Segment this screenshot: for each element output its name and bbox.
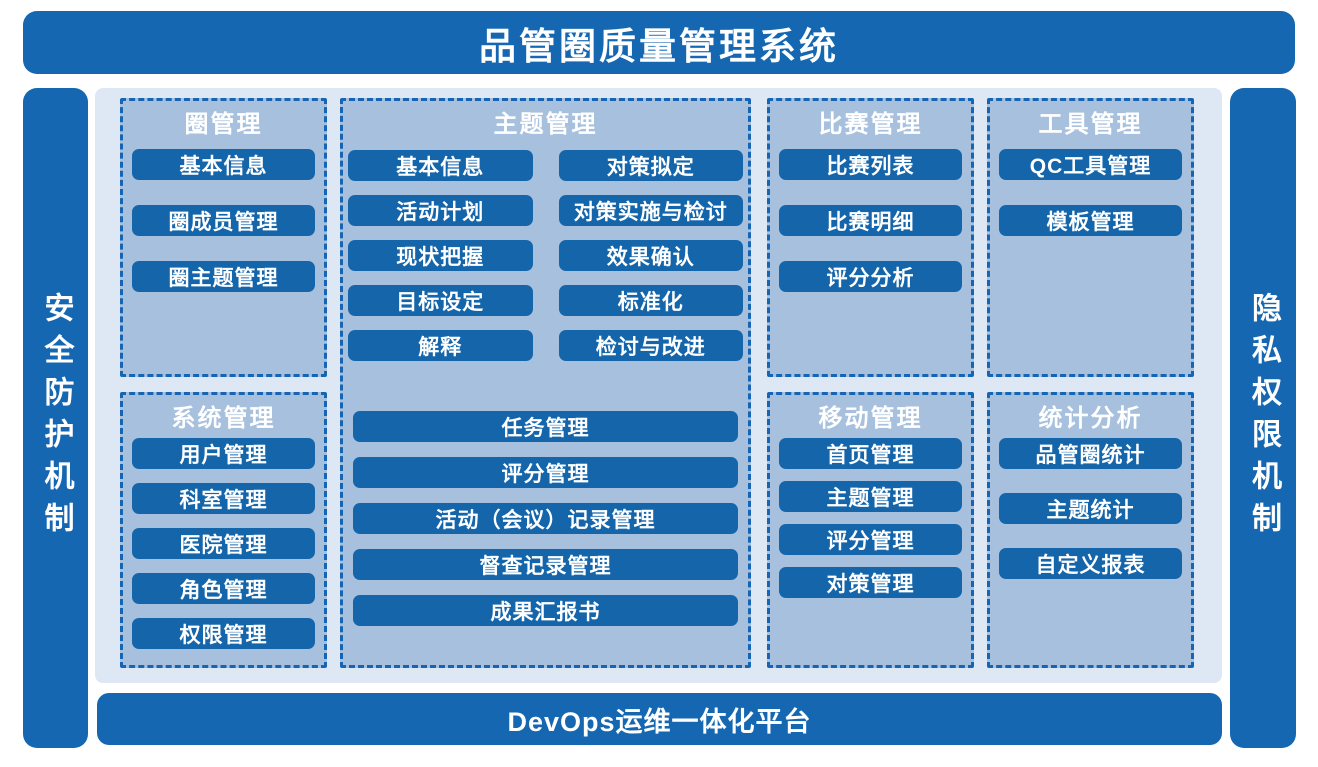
page-title: 品管圈质量管理系统 bbox=[479, 25, 839, 67]
panel-title: 主题管理 bbox=[493, 111, 598, 138]
system-title-bar: 品管圈质量管理系统 bbox=[23, 11, 1295, 74]
devops-platform-label: DevOps运维一体化平台 bbox=[507, 706, 812, 737]
panel-title: 圈管理 bbox=[184, 111, 263, 138]
module-button: 比赛明细 bbox=[779, 205, 962, 236]
module-button: 评分管理 bbox=[353, 457, 738, 488]
module-button: QC工具管理 bbox=[999, 149, 1182, 180]
module-button: 督查记录管理 bbox=[353, 549, 738, 580]
modules-area: 圈管理 基本信息 圈成员管理 圈主题管理 系统管理 用户管理 科室管理 医院管理… bbox=[95, 88, 1222, 683]
module-button: 标准化 bbox=[558, 285, 743, 316]
security-mechanism-bar: 安全防护机制 bbox=[23, 88, 88, 748]
panel-title: 比赛管理 bbox=[818, 111, 923, 138]
button-list: 基本信息 圈成员管理 圈主题管理 bbox=[132, 149, 315, 292]
privacy-mechanism-label: 隐私权限机制 bbox=[1247, 292, 1280, 544]
module-button: 评分分析 bbox=[779, 261, 962, 292]
panel-competition-management: 比赛管理 比赛列表 比赛明细 评分分析 bbox=[767, 98, 974, 377]
module-button: 活动计划 bbox=[348, 195, 533, 226]
module-button: 对策拟定 bbox=[558, 150, 743, 181]
module-button: 圈成员管理 bbox=[132, 205, 315, 236]
panel-circle-management: 圈管理 基本信息 圈成员管理 圈主题管理 bbox=[120, 98, 327, 377]
button-list: 用户管理 科室管理 医院管理 角色管理 权限管理 bbox=[132, 438, 315, 649]
module-button: 比赛列表 bbox=[779, 149, 962, 180]
module-button: 用户管理 bbox=[132, 438, 315, 469]
module-button: 解释 bbox=[348, 330, 533, 361]
module-button: 主题管理 bbox=[779, 481, 962, 512]
panel-title: 统计分析 bbox=[1038, 405, 1143, 432]
module-button: 对策管理 bbox=[779, 567, 962, 598]
button-list: QC工具管理 模板管理 bbox=[999, 149, 1182, 236]
module-button: 模板管理 bbox=[999, 205, 1182, 236]
module-button: 评分管理 bbox=[779, 524, 962, 555]
panel-system-management: 系统管理 用户管理 科室管理 医院管理 角色管理 权限管理 bbox=[120, 392, 327, 668]
panel-topic-management: 主题管理 基本信息 对策拟定 活动计划 对策实施与检讨 现状把握 效果确认 目标… bbox=[340, 98, 751, 668]
module-button: 活动（会议）记录管理 bbox=[353, 503, 738, 534]
panel-mobile-management: 移动管理 首页管理 主题管理 评分管理 对策管理 bbox=[767, 392, 974, 668]
module-button: 基本信息 bbox=[132, 149, 315, 180]
module-button: 自定义报表 bbox=[999, 548, 1182, 579]
module-button: 权限管理 bbox=[132, 618, 315, 649]
topic-record-buttons: 任务管理 评分管理 活动（会议）记录管理 督查记录管理 成果汇报书 bbox=[348, 411, 743, 626]
module-button: 主题统计 bbox=[999, 493, 1182, 524]
panel-statistics-analysis: 统计分析 品管圈统计 主题统计 自定义报表 bbox=[987, 392, 1194, 668]
module-button: 任务管理 bbox=[353, 411, 738, 442]
module-button: 角色管理 bbox=[132, 573, 315, 604]
module-button: 圈主题管理 bbox=[132, 261, 315, 292]
module-button: 对策实施与检讨 bbox=[558, 195, 743, 226]
module-button: 效果确认 bbox=[558, 240, 743, 271]
devops-platform-bar: DevOps运维一体化平台 bbox=[97, 693, 1222, 745]
module-button: 现状把握 bbox=[348, 240, 533, 271]
module-button: 基本信息 bbox=[348, 150, 533, 181]
button-list: 首页管理 主题管理 评分管理 对策管理 bbox=[779, 438, 962, 598]
module-button: 成果汇报书 bbox=[353, 595, 738, 626]
security-mechanism-label: 安全防护机制 bbox=[39, 292, 73, 544]
button-list: 品管圈统计 主题统计 自定义报表 bbox=[999, 438, 1182, 579]
panel-title: 系统管理 bbox=[171, 405, 276, 432]
module-button: 首页管理 bbox=[779, 438, 962, 469]
privacy-mechanism-bar: 隐私权限机制 bbox=[1230, 88, 1296, 748]
module-button: 检讨与改进 bbox=[558, 330, 743, 361]
module-button: 目标设定 bbox=[348, 285, 533, 316]
panel-tool-management: 工具管理 QC工具管理 模板管理 bbox=[987, 98, 1194, 377]
module-button: 品管圈统计 bbox=[999, 438, 1182, 469]
panel-title: 工具管理 bbox=[1038, 111, 1143, 138]
panel-title: 移动管理 bbox=[818, 405, 923, 432]
button-list: 比赛列表 比赛明细 评分分析 bbox=[779, 149, 962, 292]
topic-step-buttons: 基本信息 对策拟定 活动计划 对策实施与检讨 现状把握 效果确认 目标设定 标准… bbox=[348, 150, 743, 361]
module-button: 科室管理 bbox=[132, 483, 315, 514]
module-button: 医院管理 bbox=[132, 528, 315, 559]
